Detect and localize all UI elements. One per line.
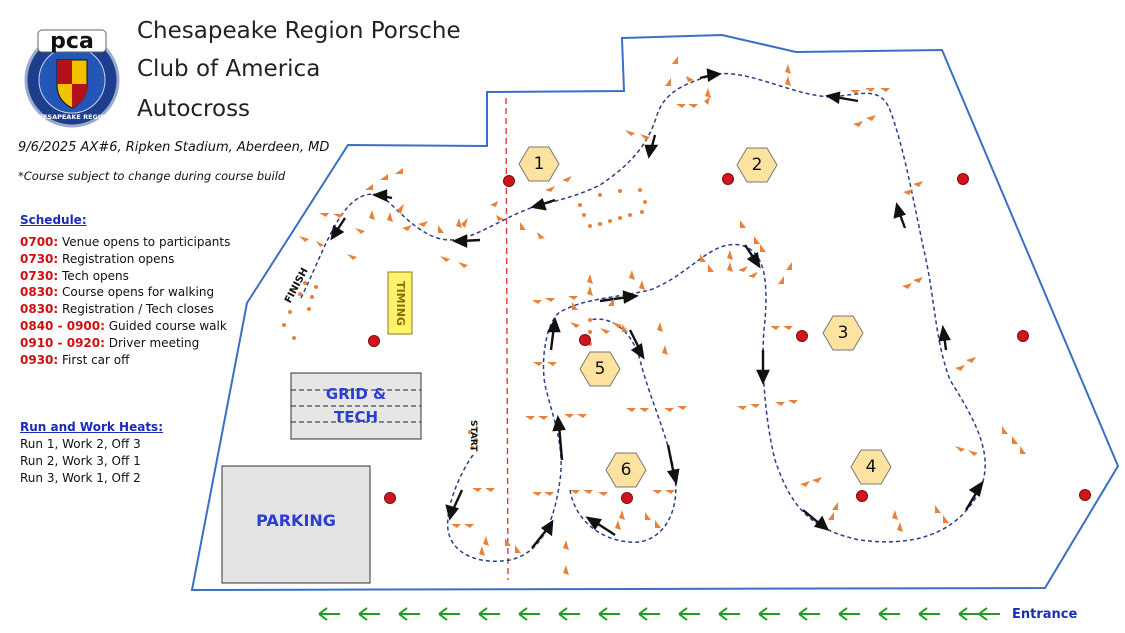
schedule-time: 0830:	[20, 302, 59, 317]
schedule-item: 0830: Registration / Tech closes	[20, 301, 230, 318]
schedule-item: 0830: Course opens for walking	[20, 284, 230, 301]
start-label: START	[468, 420, 478, 452]
timing-text: TIMING	[393, 280, 407, 326]
logo-ring-text: CHESAPEAKE REGION	[33, 113, 112, 121]
station-6-label: 6	[620, 460, 632, 480]
parking-label: PARKING	[256, 511, 336, 530]
title-line-1: Chesapeake Region Porsche	[137, 18, 461, 44]
heat-item: Run 3, Work 1, Off 2	[20, 470, 141, 485]
schedule-time: 0830:	[20, 285, 59, 300]
schedule-heading: Schedule:	[20, 213, 87, 227]
course-line-inner	[569, 318, 677, 543]
start-finish-divider	[505, 97, 509, 581]
schedule-time: 0730:	[20, 251, 59, 266]
schedule-item: 0700: Venue opens to participants	[20, 234, 230, 251]
schedule-text: First car off	[58, 352, 130, 367]
event-info: 9/6/2025 AX#6, Ripken Stadium, Aberdeen,…	[18, 140, 330, 155]
heat-item: Run 2, Work 3, Off 1	[20, 453, 141, 468]
grid-tech-area	[290, 372, 422, 440]
schedule-time: 0730:	[20, 268, 59, 283]
station-5-label: 5	[594, 359, 606, 379]
grid-label-line: GRID &	[325, 385, 387, 403]
heat-item: Run 1, Work 2, Off 3	[20, 437, 141, 451]
station-3-hex	[822, 315, 864, 351]
schedule-text: Driver meeting	[104, 335, 200, 350]
logo-wordmark: pca	[50, 29, 94, 54]
schedule-item: 0930: First car off	[20, 352, 230, 369]
parking-area	[221, 465, 371, 584]
corner-markers	[368, 173, 1091, 504]
timing-label: TIMING	[388, 273, 412, 333]
schedule-item: 0730: Registration opens	[20, 251, 230, 268]
grid-tech-label: GRID & TECH	[291, 383, 421, 429]
station-1-label: 1	[533, 154, 545, 174]
entrance-label: Entrance	[1012, 607, 1078, 622]
schedule-time: 0930:	[20, 352, 59, 367]
station-2-hex	[736, 147, 778, 183]
station-6-hex	[605, 452, 647, 488]
course-note: *Course subject to change during course …	[18, 169, 286, 183]
station-5-hex	[579, 351, 621, 387]
schedule-text: Registration / Tech closes	[58, 302, 214, 317]
schedule-text: Registration opens	[58, 251, 175, 266]
schedule-time: 0840 - 0900:	[20, 318, 105, 333]
schedule-time: 0910 - 0920:	[20, 335, 105, 350]
pca-logo: pca CHESAPEAKE REGION	[24, 29, 120, 128]
schedule-time: 0700:	[20, 235, 59, 249]
grid-label-line: TECH	[333, 408, 379, 426]
title-line-2: Club of America	[137, 56, 321, 82]
schedule-text: Venue opens to participants	[58, 235, 231, 249]
station-hexes	[518, 146, 892, 488]
schedule-text: Tech opens	[58, 268, 129, 283]
entrance-arrows	[318, 607, 1000, 621]
station-4-hex	[850, 449, 892, 485]
station-1-hex	[518, 146, 560, 182]
station-2-label: 2	[751, 155, 763, 175]
heats-heading: Run and Work Heats:	[20, 420, 163, 434]
schedule-text: Course opens for walking	[58, 285, 215, 300]
timing-box	[387, 271, 413, 335]
title-line-3: Autocross	[137, 96, 251, 122]
lot-boundary	[190, 33, 1120, 592]
schedule-text: Guided course walk	[104, 318, 227, 333]
schedule-list: 0700: Venue opens to participants 0730: …	[20, 234, 230, 368]
schedule-item: 0730: Tech opens	[20, 268, 230, 285]
schedule-item: 0840 - 0900: Guided course walk	[20, 318, 230, 335]
schedule-item: 0910 - 0920: Driver meeting	[20, 335, 230, 352]
station-4-label: 4	[865, 457, 877, 477]
cones	[282, 56, 1026, 575]
station-3-label: 3	[837, 323, 849, 343]
heats-list: Run 1, Work 2, Off 3 Run 2, Work 3, Off …	[20, 436, 141, 486]
direction-arrows	[330, 68, 984, 549]
